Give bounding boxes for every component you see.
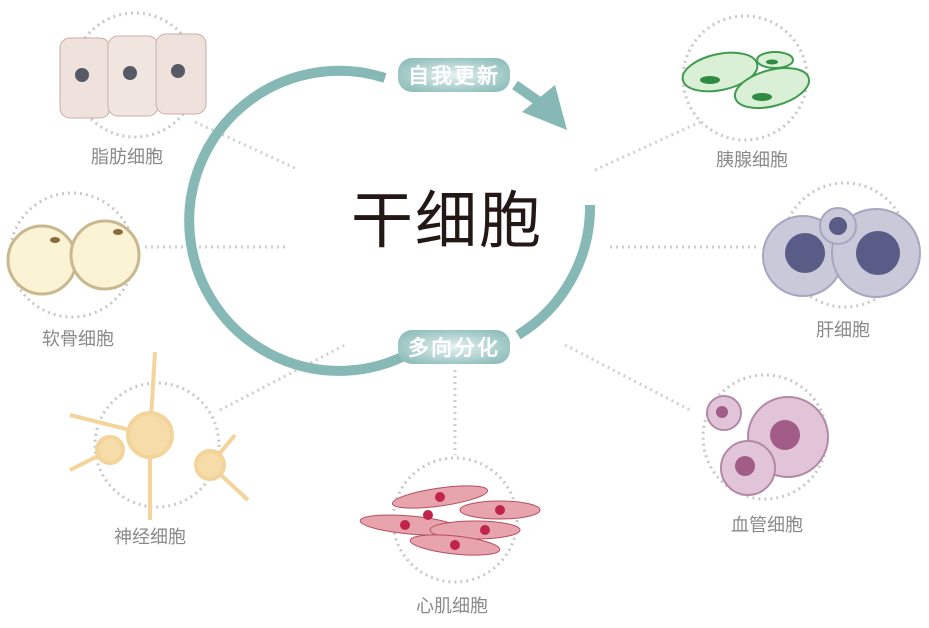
cycle-arc	[184, 65, 415, 376]
liver-cell-icon	[762, 207, 921, 298]
cell-label-vascular: 血管细胞	[731, 515, 803, 536]
fat-cell-icon	[59, 33, 207, 119]
cardiac-cell-icon	[359, 485, 541, 556]
differentiation-label: 多向分化	[398, 330, 510, 364]
connector-lines	[145, 120, 760, 455]
cell-label-cardiac: 心肌细胞	[416, 596, 488, 617]
self-renewal-label: 自我更新	[398, 58, 510, 92]
cycle-arc-right	[515, 204, 596, 340]
arrowhead-icon	[522, 85, 567, 130]
page-title: 干细胞	[350, 184, 544, 257]
cell-label-fat: 脂肪细胞	[91, 147, 163, 168]
vascular-cell-icon	[706, 395, 829, 496]
pancreatic-cell-icon	[681, 51, 810, 109]
nerve-cell-icon	[69, 351, 250, 520]
cell-label-cartilage: 软骨细胞	[42, 329, 114, 350]
cell-label-liver: 肝细胞	[816, 320, 870, 341]
cell-label-nerve: 神经细胞	[114, 527, 186, 548]
cell-label-pancreas: 胰腺细胞	[716, 150, 788, 171]
cartilage-cell-icon	[6, 219, 141, 296]
